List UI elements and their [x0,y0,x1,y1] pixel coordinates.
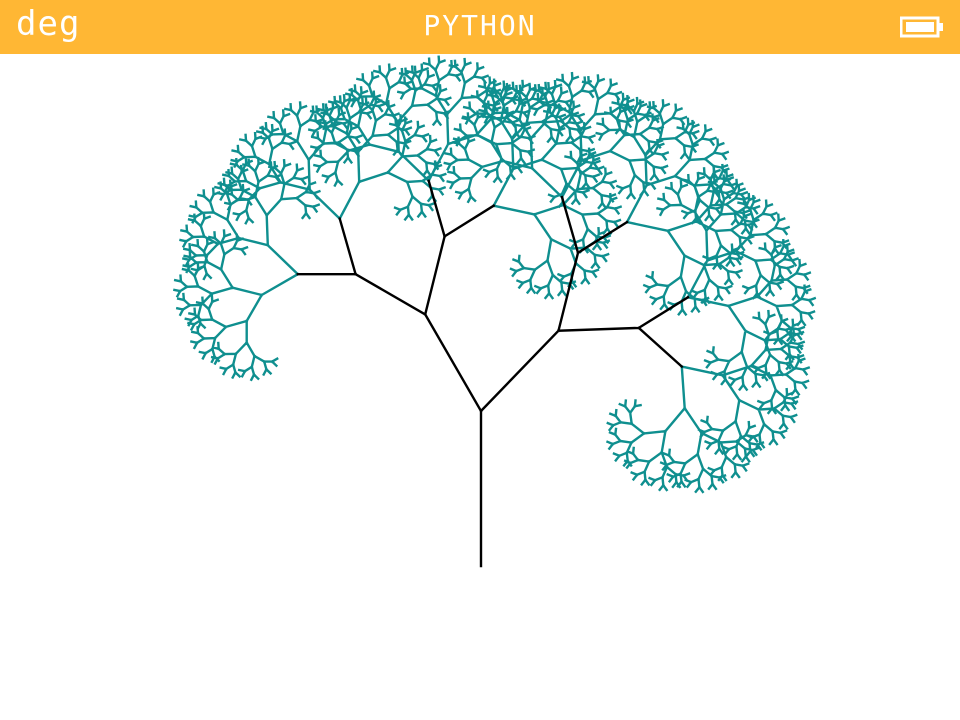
app-title: PYTHON [423,9,537,42]
battery-full-icon [900,16,943,38]
turtle-canvas [0,54,960,720]
fractal-tree-drawing [172,55,817,568]
status-bar: deg PYTHON [0,0,960,54]
tree-leaf-branches [172,55,817,494]
tree-trunk-branches [296,179,690,568]
angle-mode-indicator: deg [16,4,81,44]
